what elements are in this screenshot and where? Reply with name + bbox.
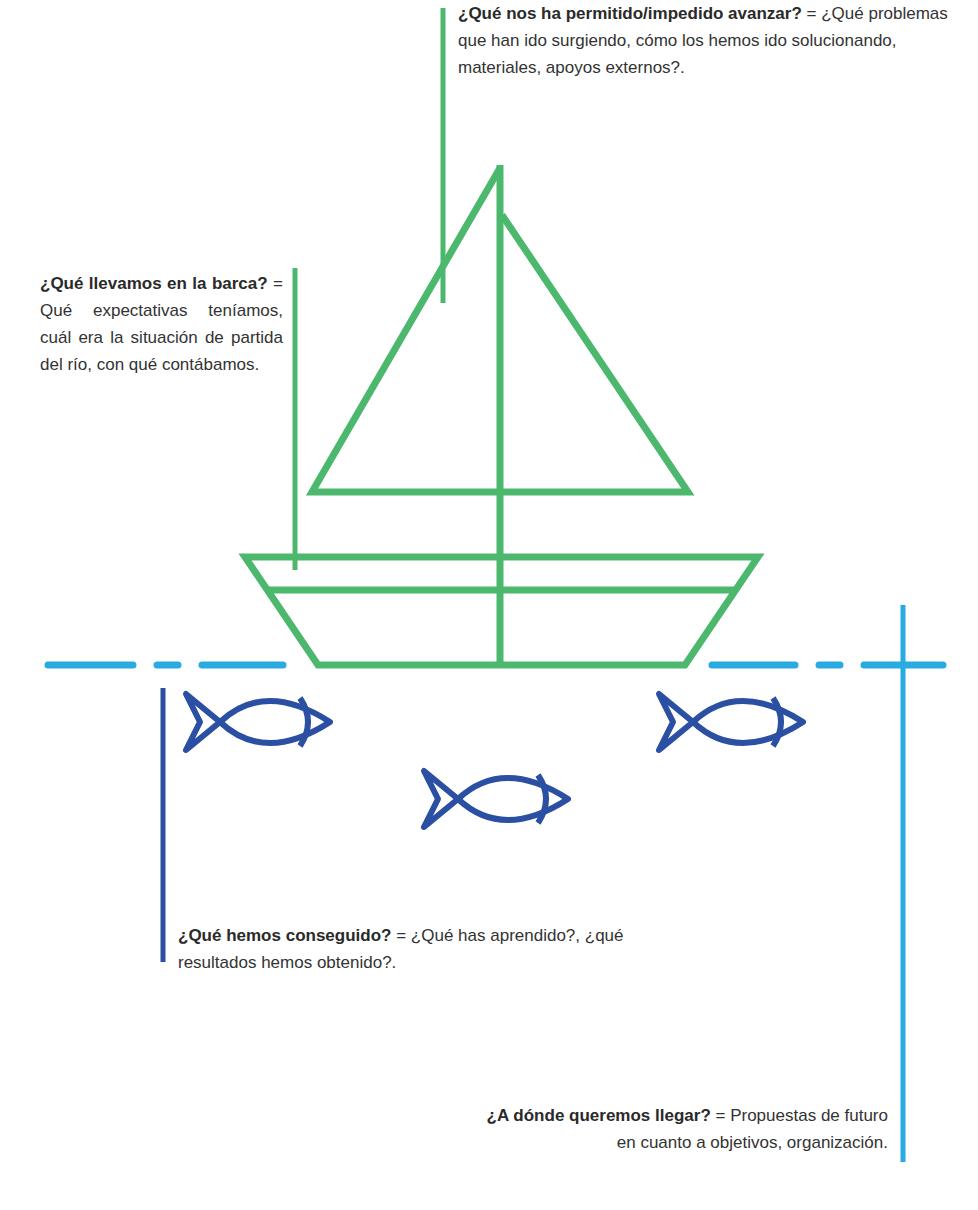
callout: ¿Qué nos ha permitido/impedido avanzar? … [458,0,963,81]
hull-line [268,587,735,594]
leader-lines [163,8,903,1162]
callout-heading: ¿Qué nos ha permitido/impedido avanzar? [458,4,802,23]
callout: ¿A dónde queremos llegar? = Propuestas d… [470,1102,888,1156]
hull [245,557,758,665]
callout: ¿Qué llevamos en la barca? = Qué expecta… [40,270,283,378]
fish [186,694,803,827]
callout: ¿Qué hemos conseguido? = ¿Qué has aprend… [178,922,648,976]
callout-heading: ¿Qué llevamos en la barca? [40,274,268,293]
callout-heading: ¿A dónde queremos llegar? [487,1106,711,1125]
callout-heading: ¿Qué hemos conseguido? [178,926,391,945]
water-line [48,662,943,669]
